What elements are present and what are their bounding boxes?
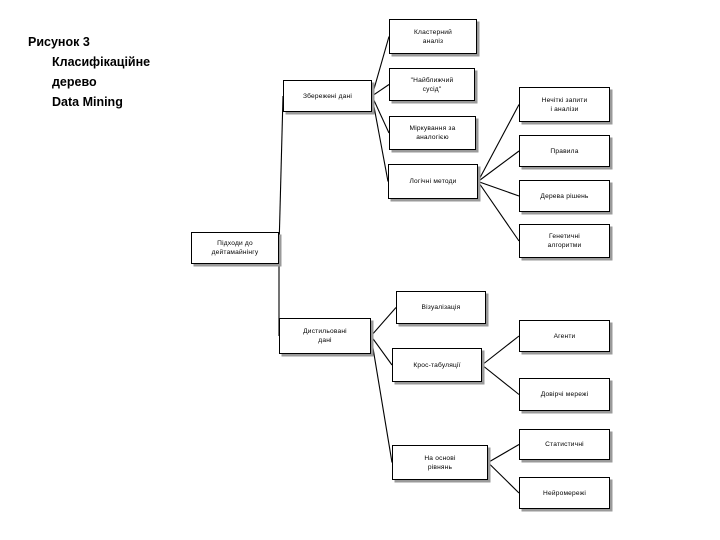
tree-node-zberezheni[interactable]: Збережені дані	[283, 80, 372, 112]
tree-edge-rivnyan-statystychni	[487, 444, 520, 463]
tree-edge-logichni-derevarish	[477, 180, 520, 197]
tree-edge-logichni-pravyla	[477, 150, 520, 182]
tree-edge-kros-merezhi	[481, 364, 520, 395]
tree-edge-dystylovani-kros	[370, 335, 393, 366]
tree-edge-logichni-nechitki	[477, 104, 520, 182]
tree-node-kros[interactable]: Крос-табуляції	[392, 348, 482, 382]
tree-node-logichni[interactable]: Логічні методи	[388, 164, 478, 199]
tree-node-label: Статистичні	[545, 441, 584, 448]
caption-line-4: Data Mining	[52, 95, 123, 109]
tree-node-vizual[interactable]: Візуалізація	[396, 291, 486, 324]
tree-node-label: Дерева рішень	[540, 192, 589, 200]
tree-node-label: Візуалізація	[421, 304, 461, 311]
tree-node-label: Агенти	[553, 332, 576, 340]
caption-line-2: Класифікаційне	[52, 55, 151, 69]
caption-line-3: дерево	[52, 75, 97, 89]
tree-edge-dystylovani-vizual	[370, 307, 397, 337]
tree-node-statystychni[interactable]: Статистичні	[519, 429, 610, 460]
tree-edge-rivnyan-neyro	[487, 462, 520, 494]
tree-edge-zberezheni-susid	[371, 84, 390, 97]
tree-node-label: Правила	[550, 147, 579, 155]
caption-line-1: Рисунок 3	[28, 35, 90, 49]
tree-node-derevarish[interactable]: Дерева рішень	[519, 180, 610, 212]
tree-node-label: Крос-табуляції	[413, 361, 461, 369]
tree-node-label: Довірчі мережі	[540, 391, 589, 398]
tree-edge-pidhody-zberezheni	[278, 95, 284, 249]
tree-node-label: Збережені дані	[302, 92, 353, 100]
tree-node-pravyla[interactable]: Правила	[519, 135, 610, 167]
tree-edge-dystylovani-rivnyan	[370, 335, 393, 463]
tree-edge-zberezheni-logichni	[371, 95, 389, 182]
tree-edge-zberezheni-klaster	[371, 36, 390, 97]
tree-node-agenty[interactable]: Агенти	[519, 320, 610, 352]
tree-edge-zberezheni-analogia	[371, 95, 390, 134]
tree-edge-kros-agenty	[481, 335, 520, 366]
tree-node-label: Нейромережі	[543, 489, 586, 497]
figure-caption: Рисунок 3 Класифікаційне дерево Data Min…	[28, 32, 258, 112]
tree-node-neyro[interactable]: Нейромережі	[519, 477, 610, 509]
tree-node-label: Логічні методи	[409, 178, 457, 185]
tree-node-merezhi[interactable]: Довірчі мережі	[519, 378, 610, 411]
tree-edge-logichni-genetychni	[477, 181, 520, 242]
